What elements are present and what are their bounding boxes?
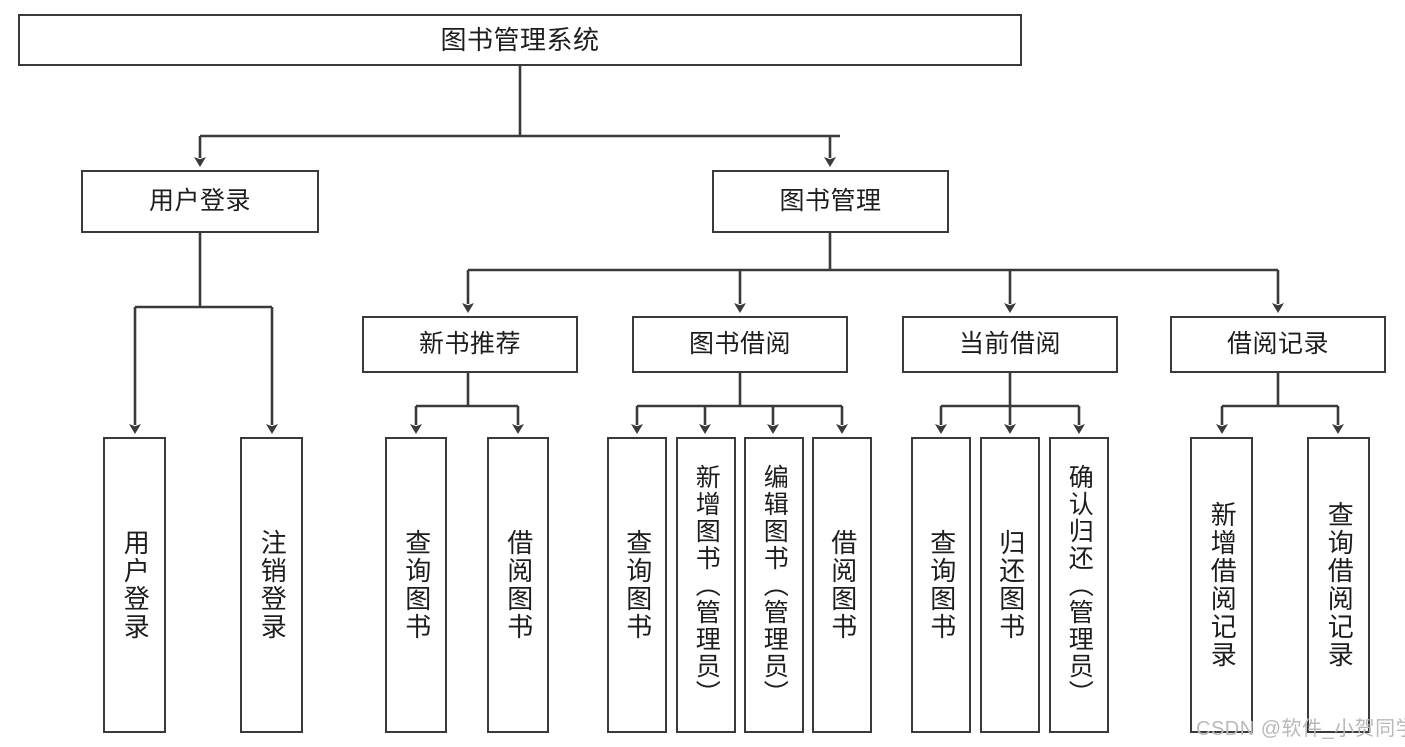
node-label: 新书推荐	[418, 329, 521, 358]
node-label: 用户登录	[120, 529, 151, 641]
node-label: 图书管理	[779, 186, 882, 215]
node-label: 查询图书	[622, 529, 653, 641]
node-label: 借阅记录	[1226, 329, 1329, 358]
leaf-borrow-book-new[interactable]: 借阅图书	[487, 437, 549, 733]
node-label: 查询图书	[401, 529, 432, 641]
leaf-borrow-book[interactable]: 借阅图书	[812, 437, 872, 733]
node-book-borrow[interactable]: 图书借阅	[632, 316, 848, 373]
leaf-query-book-borrow[interactable]: 查询图书	[607, 437, 667, 733]
leaf-add-borrow-record[interactable]: 新增借阅记录	[1190, 437, 1253, 733]
node-label: 归还图书	[995, 529, 1026, 641]
node-root-system[interactable]: 图书管理系统	[18, 14, 1022, 66]
node-label: 借阅图书	[827, 529, 858, 641]
node-label: 编辑图书（管理员）	[760, 463, 789, 707]
node-label: 查询借阅记录	[1324, 501, 1355, 669]
node-label: 注销登录	[257, 529, 288, 641]
node-label: 确认归还（管理员）	[1065, 463, 1094, 707]
node-user-login[interactable]: 用户登录	[81, 170, 319, 233]
node-label: 借阅图书	[503, 529, 534, 641]
leaf-query-book-current[interactable]: 查询图书	[911, 437, 971, 733]
leaf-edit-book-admin[interactable]: 编辑图书（管理员）	[744, 437, 804, 733]
node-label: 新增借阅记录	[1207, 501, 1238, 669]
node-label: 图书借阅	[688, 329, 791, 358]
leaf-query-borrow-record[interactable]: 查询借阅记录	[1307, 437, 1370, 733]
node-new-book-recommend[interactable]: 新书推荐	[362, 316, 578, 373]
csdn-watermark: CSDN @软件_小贺同学	[1196, 718, 1405, 740]
node-label: 图书管理系统	[440, 24, 600, 55]
leaf-logout[interactable]: 注销登录	[240, 437, 303, 733]
node-book-management[interactable]: 图书管理	[712, 170, 949, 233]
leaf-query-book-new[interactable]: 查询图书	[385, 437, 447, 733]
leaf-add-book-admin[interactable]: 新增图书（管理员）	[676, 437, 736, 733]
leaf-return-book[interactable]: 归还图书	[980, 437, 1040, 733]
leaf-confirm-return-admin[interactable]: 确认归还（管理员）	[1049, 437, 1109, 733]
leaf-user-login[interactable]: 用户登录	[103, 437, 166, 733]
node-current-borrow[interactable]: 当前借阅	[902, 316, 1118, 373]
node-borrow-records[interactable]: 借阅记录	[1170, 316, 1386, 373]
node-label: 当前借阅	[958, 329, 1061, 358]
node-label: 查询图书	[926, 529, 957, 641]
node-label: 用户登录	[148, 186, 251, 215]
node-label: 新增图书（管理员）	[692, 463, 721, 707]
